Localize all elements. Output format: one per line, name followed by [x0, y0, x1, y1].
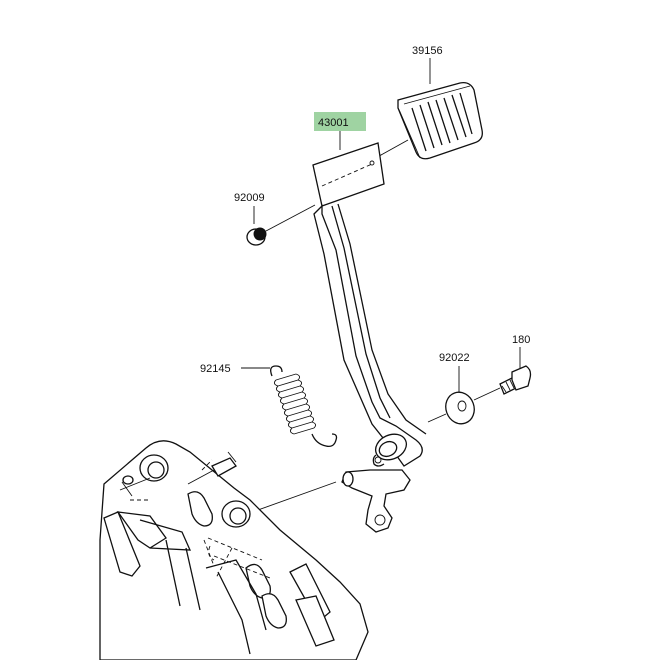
part-label-39156[interactable]: 39156: [412, 45, 443, 84]
part-label-92022[interactable]: 92022: [439, 352, 470, 392]
footrest-bracket-drawing: [99, 440, 369, 660]
part-label-92145[interactable]: 92145: [200, 363, 270, 375]
nut-drawing: [246, 204, 316, 246]
part-label-92009[interactable]: 92009: [234, 192, 265, 224]
spring-drawing: [270, 365, 338, 448]
axis-line-pivot: [257, 481, 337, 511]
part-label-180[interactable]: 180: [512, 334, 530, 368]
svg-text:39156: 39156: [412, 45, 443, 57]
svg-text:92145: 92145: [200, 363, 231, 375]
bolt-drawing: [499, 365, 532, 395]
svg-text:43001: 43001: [318, 117, 349, 129]
svg-text:92022: 92022: [439, 352, 470, 364]
svg-text:180: 180: [512, 334, 530, 346]
label-highlight: [314, 112, 366, 131]
part-label-43001[interactable]: 43001: [314, 112, 366, 150]
svg-text:92009: 92009: [234, 192, 265, 204]
washer-drawing: [427, 387, 501, 425]
brake-pedal-drawing: [312, 142, 427, 533]
pedal-rubber-drawing: [397, 82, 483, 160]
